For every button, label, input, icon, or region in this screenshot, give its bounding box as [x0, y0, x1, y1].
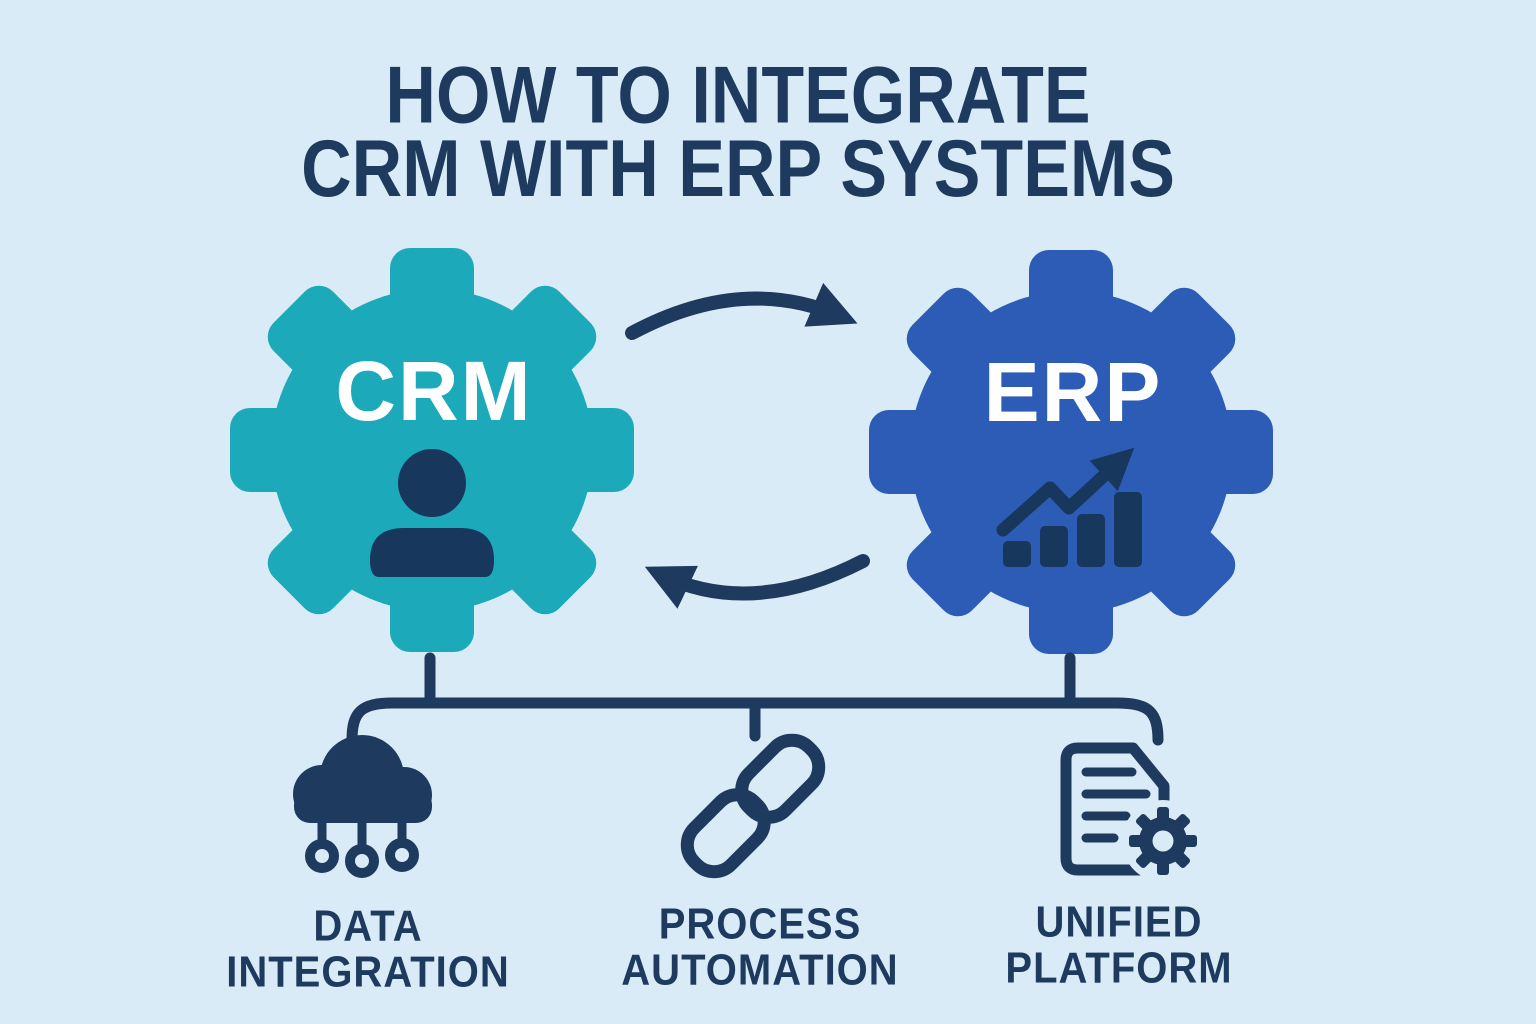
title-line-2: CRM WITH ERP SYSTEMS — [301, 123, 1175, 214]
document-gear-icon — [1060, 742, 1204, 882]
feature-line-2: AUTOMATION — [621, 946, 899, 995]
growth-chart-icon — [996, 447, 1142, 567]
feature-label-data-integration: DATA INTEGRATION — [158, 903, 578, 995]
feature-label-unified-platform: UNIFIED PLATFORM — [909, 899, 1329, 991]
feature-label-process-automation: PROCESS AUTOMATION — [550, 901, 970, 993]
chain-link-icon — [680, 733, 826, 879]
erp-gear — [869, 250, 1273, 654]
erp-gear-label: ERP — [984, 345, 1163, 439]
person-icon — [370, 449, 494, 577]
crm-gear-label: CRM — [335, 344, 532, 438]
feature-line-1: PROCESS — [658, 899, 862, 949]
page-title: HOW TO INTEGRATE CRM WITH ERP SYSTEMS — [0, 49, 1536, 214]
cloud-network-icon — [293, 735, 432, 878]
feature-line-2: INTEGRATION — [226, 948, 510, 997]
feature-line-1: DATA — [313, 901, 423, 951]
title-line-1: HOW TO INTEGRATE — [385, 49, 1091, 140]
feature-line-1: UNIFIED — [1035, 897, 1203, 947]
connector-bracket — [346, 652, 1164, 746]
erp-gear-body — [910, 291, 1232, 613]
feature-line-2: PLATFORM — [1005, 944, 1233, 993]
bottom-arrow — [644, 554, 870, 609]
top-arrow — [625, 282, 858, 340]
